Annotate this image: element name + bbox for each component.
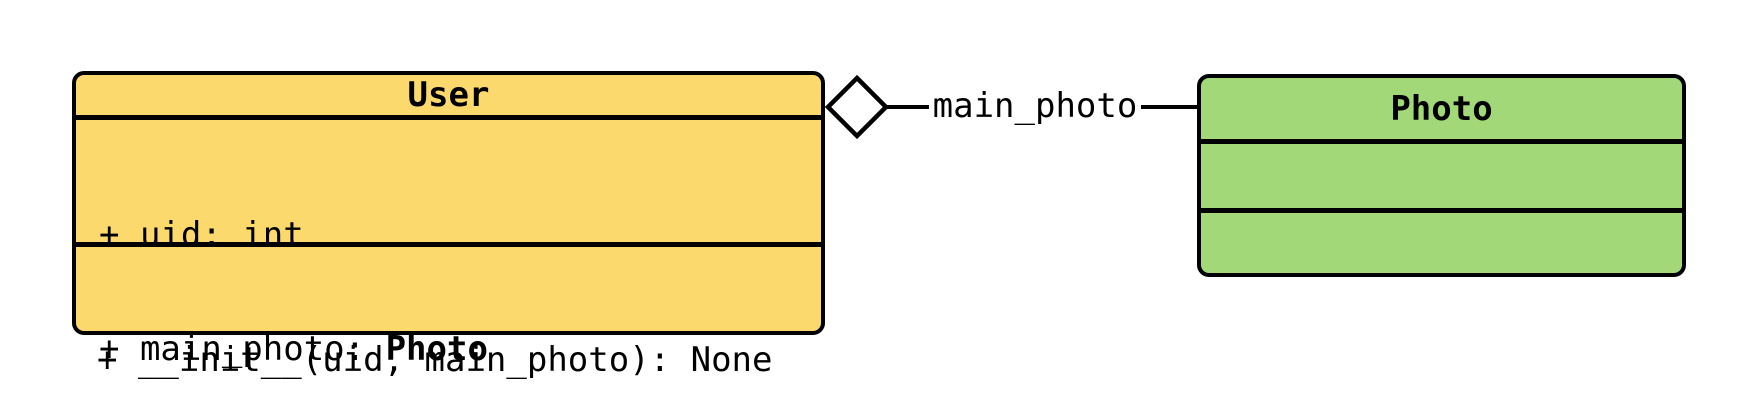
photo-attributes-section [1201,139,1682,208]
class-name-user: User [407,75,490,115]
attribute-type: Photo [385,329,488,369]
user-methods-section: + __init__(uid, main_photo): None [76,242,821,420]
class-box-photo: Photo [1197,74,1686,277]
relation-label-main-photo: main_photo [929,86,1141,126]
class-box-user: User + uid: int + main_photo: Photo + __… [72,71,825,379]
class-title-user: User [76,75,821,115]
method-text: + __init__(uid, main_photo): None [97,340,773,380]
attribute-text: + main_photo: [99,329,386,369]
aggregation-diamond-icon [824,74,890,140]
class-name-photo: Photo [1390,88,1493,129]
method-row: + __init__(uid, main_photo): None [97,341,821,379]
photo-methods-section [1201,208,1682,273]
attribute-row: + main_photo: Photo [99,330,821,368]
user-attributes-section: + uid: int + main_photo: Photo [76,115,821,368]
class-title-photo: Photo [1201,78,1682,139]
